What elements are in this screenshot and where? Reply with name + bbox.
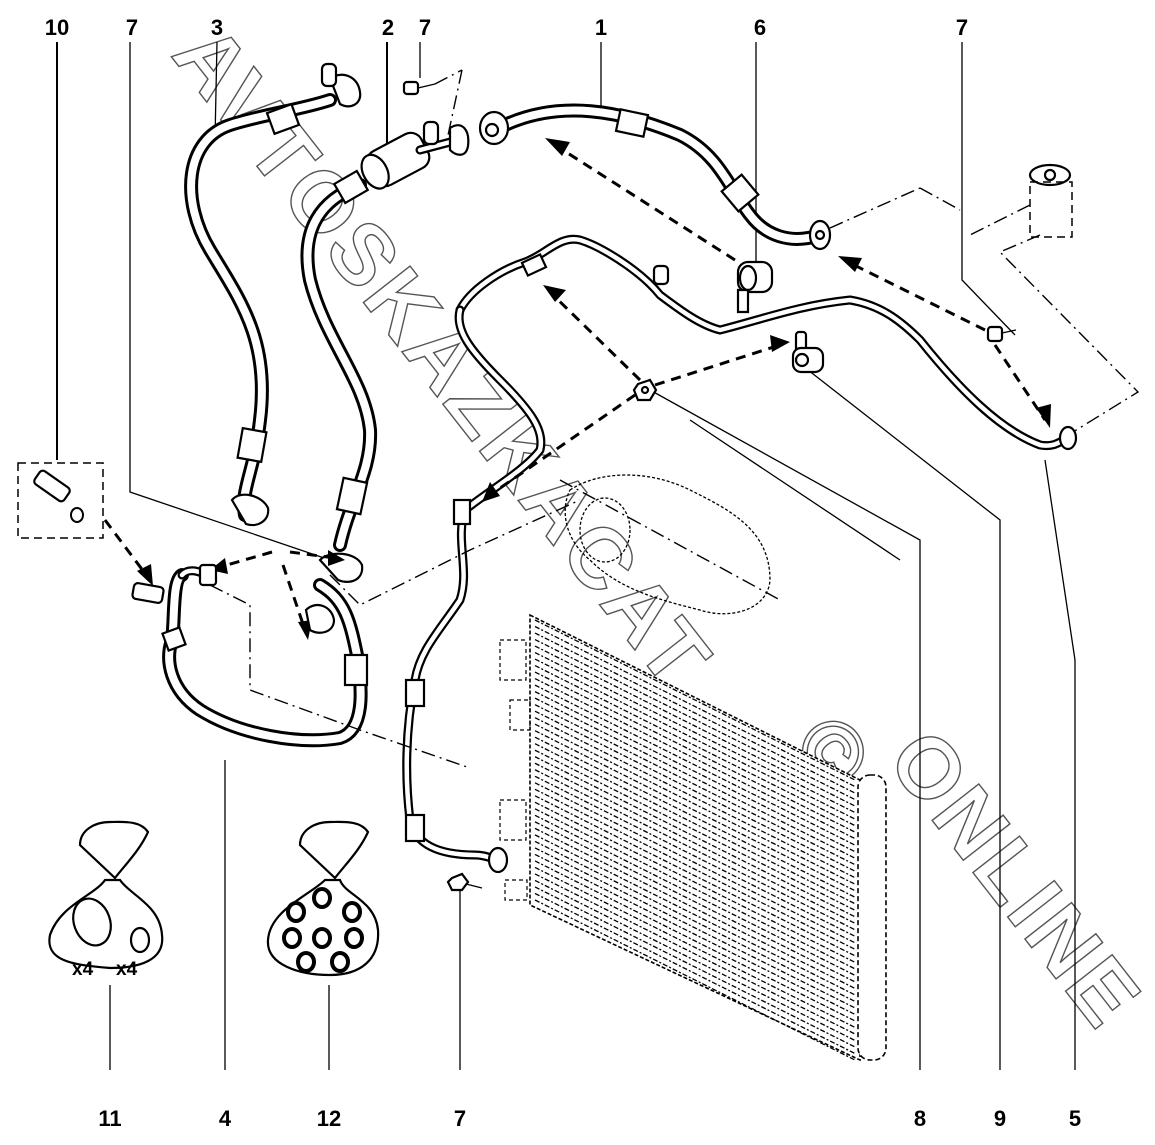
hose-3[interactable] — [184, 62, 362, 527]
condenser-fin — [534, 671, 856, 833]
condenser-fin — [534, 717, 856, 879]
condenser-fin — [534, 684, 856, 846]
condenser-fin — [534, 866, 856, 1029]
watermark-text: AVTOSKAZKACAT — [155, 8, 730, 707]
condenser-fin — [534, 892, 856, 1055]
condenser-fin — [534, 730, 856, 892]
condenser-fin — [534, 801, 856, 963]
condenser-fin — [534, 834, 856, 996]
condenser-fin — [534, 762, 856, 924]
callout-4[interactable]: 4 — [218, 1106, 232, 1131]
o-rings — [282, 887, 364, 973]
pipe-5[interactable] — [402, 234, 1078, 874]
callout-3[interactable]: 3 — [210, 15, 224, 40]
bolt-7-top[interactable] — [402, 69, 463, 141]
nut-8[interactable] — [632, 378, 658, 402]
condenser-fins — [534, 619, 856, 1061]
condenser-fin — [534, 860, 856, 1022]
condenser-fin — [534, 678, 856, 840]
condenser-fin — [534, 710, 856, 872]
o-ring — [312, 927, 332, 949]
condenser-fin — [534, 782, 856, 944]
condenser-fin — [534, 665, 856, 827]
condenser-fin — [534, 736, 856, 898]
condenser-fin — [534, 840, 856, 1002]
callout-5[interactable]: 5 — [1068, 1106, 1082, 1131]
assembly-arrows — [103, 138, 1051, 640]
pressure-switch-10[interactable] — [17, 462, 104, 539]
callout-7[interactable]: 7 — [453, 1106, 467, 1131]
o-ring — [286, 901, 306, 923]
condenser[interactable] — [499, 613, 887, 1062]
condenser-fin — [534, 625, 856, 788]
condenser-fin — [534, 632, 856, 794]
callout-7[interactable]: 7 — [418, 15, 432, 40]
condenser-fin — [534, 879, 856, 1042]
condenser-fin — [534, 775, 856, 937]
callout-8[interactable]: 8 — [913, 1106, 927, 1131]
clip-9[interactable] — [791, 330, 825, 374]
condenser-fin — [534, 704, 856, 866]
hose-1[interactable] — [478, 103, 961, 251]
o-ring — [296, 951, 316, 973]
o-ring — [330, 951, 350, 973]
o-ring — [342, 901, 362, 923]
watermark-suffix: ONLINE — [870, 713, 1155, 1047]
callout-10[interactable]: 10 — [44, 15, 70, 40]
callout-7[interactable]: 7 — [955, 15, 969, 40]
callout-6[interactable]: 6 — [753, 15, 767, 40]
qty-large-ring: x4 — [72, 959, 94, 980]
condenser-fin — [534, 899, 856, 1061]
clip-6[interactable] — [736, 260, 774, 314]
hose-4[interactable] — [131, 499, 581, 769]
condenser-fin — [534, 827, 856, 989]
condenser-fin — [534, 821, 856, 983]
bolt-7-right[interactable] — [986, 325, 1017, 343]
condenser-fin — [534, 853, 856, 1015]
o-ring — [344, 927, 364, 949]
kit-11-bag[interactable]: x4 x4 — [48, 820, 164, 980]
callout-7[interactable]: 7 — [125, 15, 139, 40]
callout-2[interactable]: 2 — [381, 15, 395, 40]
condenser-fin — [534, 619, 856, 781]
condenser-fin — [534, 795, 856, 957]
compressor — [559, 419, 901, 615]
kit-12-bag[interactable] — [266, 820, 380, 977]
condenser-fin — [534, 697, 856, 859]
o-ring — [312, 887, 332, 909]
condenser-fin — [534, 658, 856, 820]
callout-12[interactable]: 12 — [316, 1106, 342, 1131]
condenser-fin — [534, 788, 856, 950]
condenser-fin — [534, 756, 856, 918]
qty-small-ring: x4 — [116, 959, 138, 980]
condenser-fin — [534, 886, 856, 1048]
callout-1[interactable]: 1 — [594, 15, 608, 40]
callout-9[interactable]: 9 — [993, 1106, 1007, 1131]
leader-lines — [56, 41, 1076, 1070]
condenser-fin — [534, 638, 856, 801]
condenser-fin — [534, 814, 856, 976]
condenser-fin — [534, 691, 856, 853]
expansion-valve[interactable] — [969, 163, 1140, 441]
o-ring — [282, 927, 302, 949]
condenser-fin — [534, 873, 856, 1035]
condenser-fin — [534, 651, 856, 814]
condenser-fin — [534, 847, 856, 1009]
condenser-fin — [534, 723, 856, 885]
condenser-fin — [534, 749, 856, 911]
condenser-fin — [534, 769, 856, 931]
callout-11[interactable]: 11 — [98, 1106, 122, 1131]
hose-2[interactable] — [300, 120, 470, 583]
condenser-fin — [534, 645, 856, 807]
condenser-fin — [534, 808, 856, 970]
bolt-7-bottom[interactable] — [446, 872, 483, 892]
condenser-fin — [534, 743, 856, 905]
